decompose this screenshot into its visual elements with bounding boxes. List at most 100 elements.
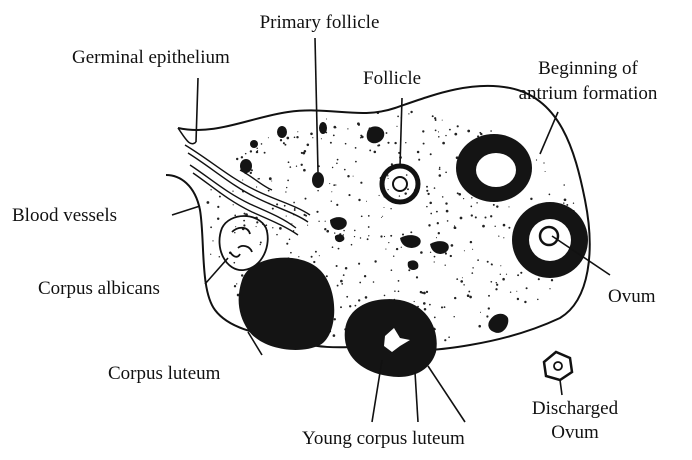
stipple-dot (268, 190, 270, 192)
leader-follicle (400, 98, 402, 166)
label-blood-vessels: Blood vessels (12, 205, 117, 227)
stipple-dot (454, 225, 455, 226)
leader-blood-vessels (172, 206, 200, 215)
stipple-dot (545, 171, 546, 172)
stipple-dot (435, 130, 437, 132)
stipple-dot (388, 242, 389, 243)
stipple-dot (500, 274, 501, 275)
stipple-dot (244, 213, 246, 215)
stipple-dot (439, 174, 442, 177)
stipple-dot (388, 178, 389, 179)
stipple-dot (307, 225, 308, 226)
stipple-dot (234, 232, 235, 233)
stipple-dot (217, 206, 219, 208)
stipple-dot (450, 255, 452, 257)
stipple-dot (520, 272, 522, 274)
stipple-dot (498, 235, 499, 236)
stipple-dot (333, 184, 335, 186)
stipple-dot (345, 267, 348, 270)
stipple-dot (432, 115, 434, 117)
stipple-dot (385, 249, 386, 250)
stipple-dot (446, 210, 449, 213)
stipple-dot (388, 189, 389, 190)
stipple-dot (260, 244, 261, 245)
stipple-dot (313, 261, 315, 263)
stipple-dot (303, 169, 306, 172)
stipple-dot (408, 269, 410, 271)
stipple-dot (430, 153, 432, 155)
stipple-dot (405, 142, 406, 143)
stipple-dot (396, 248, 398, 250)
stipple-dot (470, 206, 472, 208)
stipple-dot (256, 221, 258, 223)
stipple-dot (272, 208, 274, 210)
stipple-dot (310, 133, 313, 136)
stipple-dot (426, 186, 428, 188)
stipple-dot (279, 227, 282, 230)
label-discharged-line1: Discharged (520, 398, 630, 420)
stipple-dot (508, 206, 509, 207)
stipple-dot (368, 226, 370, 228)
stipple-dot (241, 274, 243, 276)
stipple-dot (485, 217, 487, 219)
stipple-dot (490, 215, 492, 217)
stipple-dot (456, 278, 458, 280)
stipple-dot (420, 291, 422, 293)
leader-primary-follicle (315, 38, 318, 172)
stipple-dot (337, 159, 339, 161)
label-primary-follicle: Primary follicle (232, 12, 407, 34)
stipple-dot (333, 334, 336, 337)
stipple-dot (457, 192, 459, 194)
stipple-dot (296, 136, 298, 138)
discharged-ovum-shape (544, 352, 572, 380)
stipple-dot (434, 256, 436, 258)
stipple-dot (336, 163, 338, 165)
stipple-dot (368, 235, 369, 236)
stipple-dot (283, 142, 285, 144)
stipple-dot (496, 282, 497, 283)
stipple-dot (384, 236, 385, 237)
stipple-dot (241, 156, 243, 158)
stipple-dot (488, 307, 490, 309)
stipple-dot (276, 234, 278, 236)
stipple-dot (384, 295, 386, 297)
stipple-dot (430, 213, 432, 215)
stipple-dot (243, 224, 245, 226)
stipple-dot (496, 284, 498, 286)
stipple-dot (470, 241, 472, 243)
stipple-dot (337, 285, 339, 287)
stipple-dot (379, 195, 380, 196)
leader-corpus-albicans (205, 258, 228, 284)
leader-antrium (540, 112, 558, 154)
stipple-dot (449, 129, 451, 131)
stipple-dot (354, 236, 355, 237)
stipple-dot (445, 135, 446, 136)
label-discharged-line2: Ovum (520, 422, 630, 444)
stipple-dot (516, 291, 517, 292)
stipple-dot (436, 211, 438, 213)
stipple-dot (294, 137, 296, 139)
stipple-dot (493, 204, 495, 206)
stipple-dot (212, 240, 213, 241)
stipple-dot (438, 136, 440, 138)
stipple-dot (256, 151, 258, 153)
mature-follicle (512, 202, 588, 278)
stipple-dot (346, 296, 348, 298)
stipple-dot (329, 183, 330, 184)
stipple-dot (566, 204, 568, 206)
stipple-dot (301, 152, 303, 154)
stipple-dot (441, 306, 443, 308)
stipple-dot (333, 135, 335, 137)
stipple-dot (438, 232, 440, 234)
stipple-dot (445, 265, 446, 266)
stipple-dot (510, 291, 511, 292)
stipple-dot (435, 119, 437, 121)
stipple-dot (256, 186, 257, 187)
stipple-dot (423, 292, 426, 295)
stipple-dot (490, 281, 492, 283)
stipple-dot (347, 128, 348, 129)
label-germinal-epithelium: Germinal epithelium (72, 47, 230, 69)
stipple-dot (397, 116, 399, 118)
stipple-dot (334, 232, 335, 233)
stipple-dot (454, 297, 456, 299)
